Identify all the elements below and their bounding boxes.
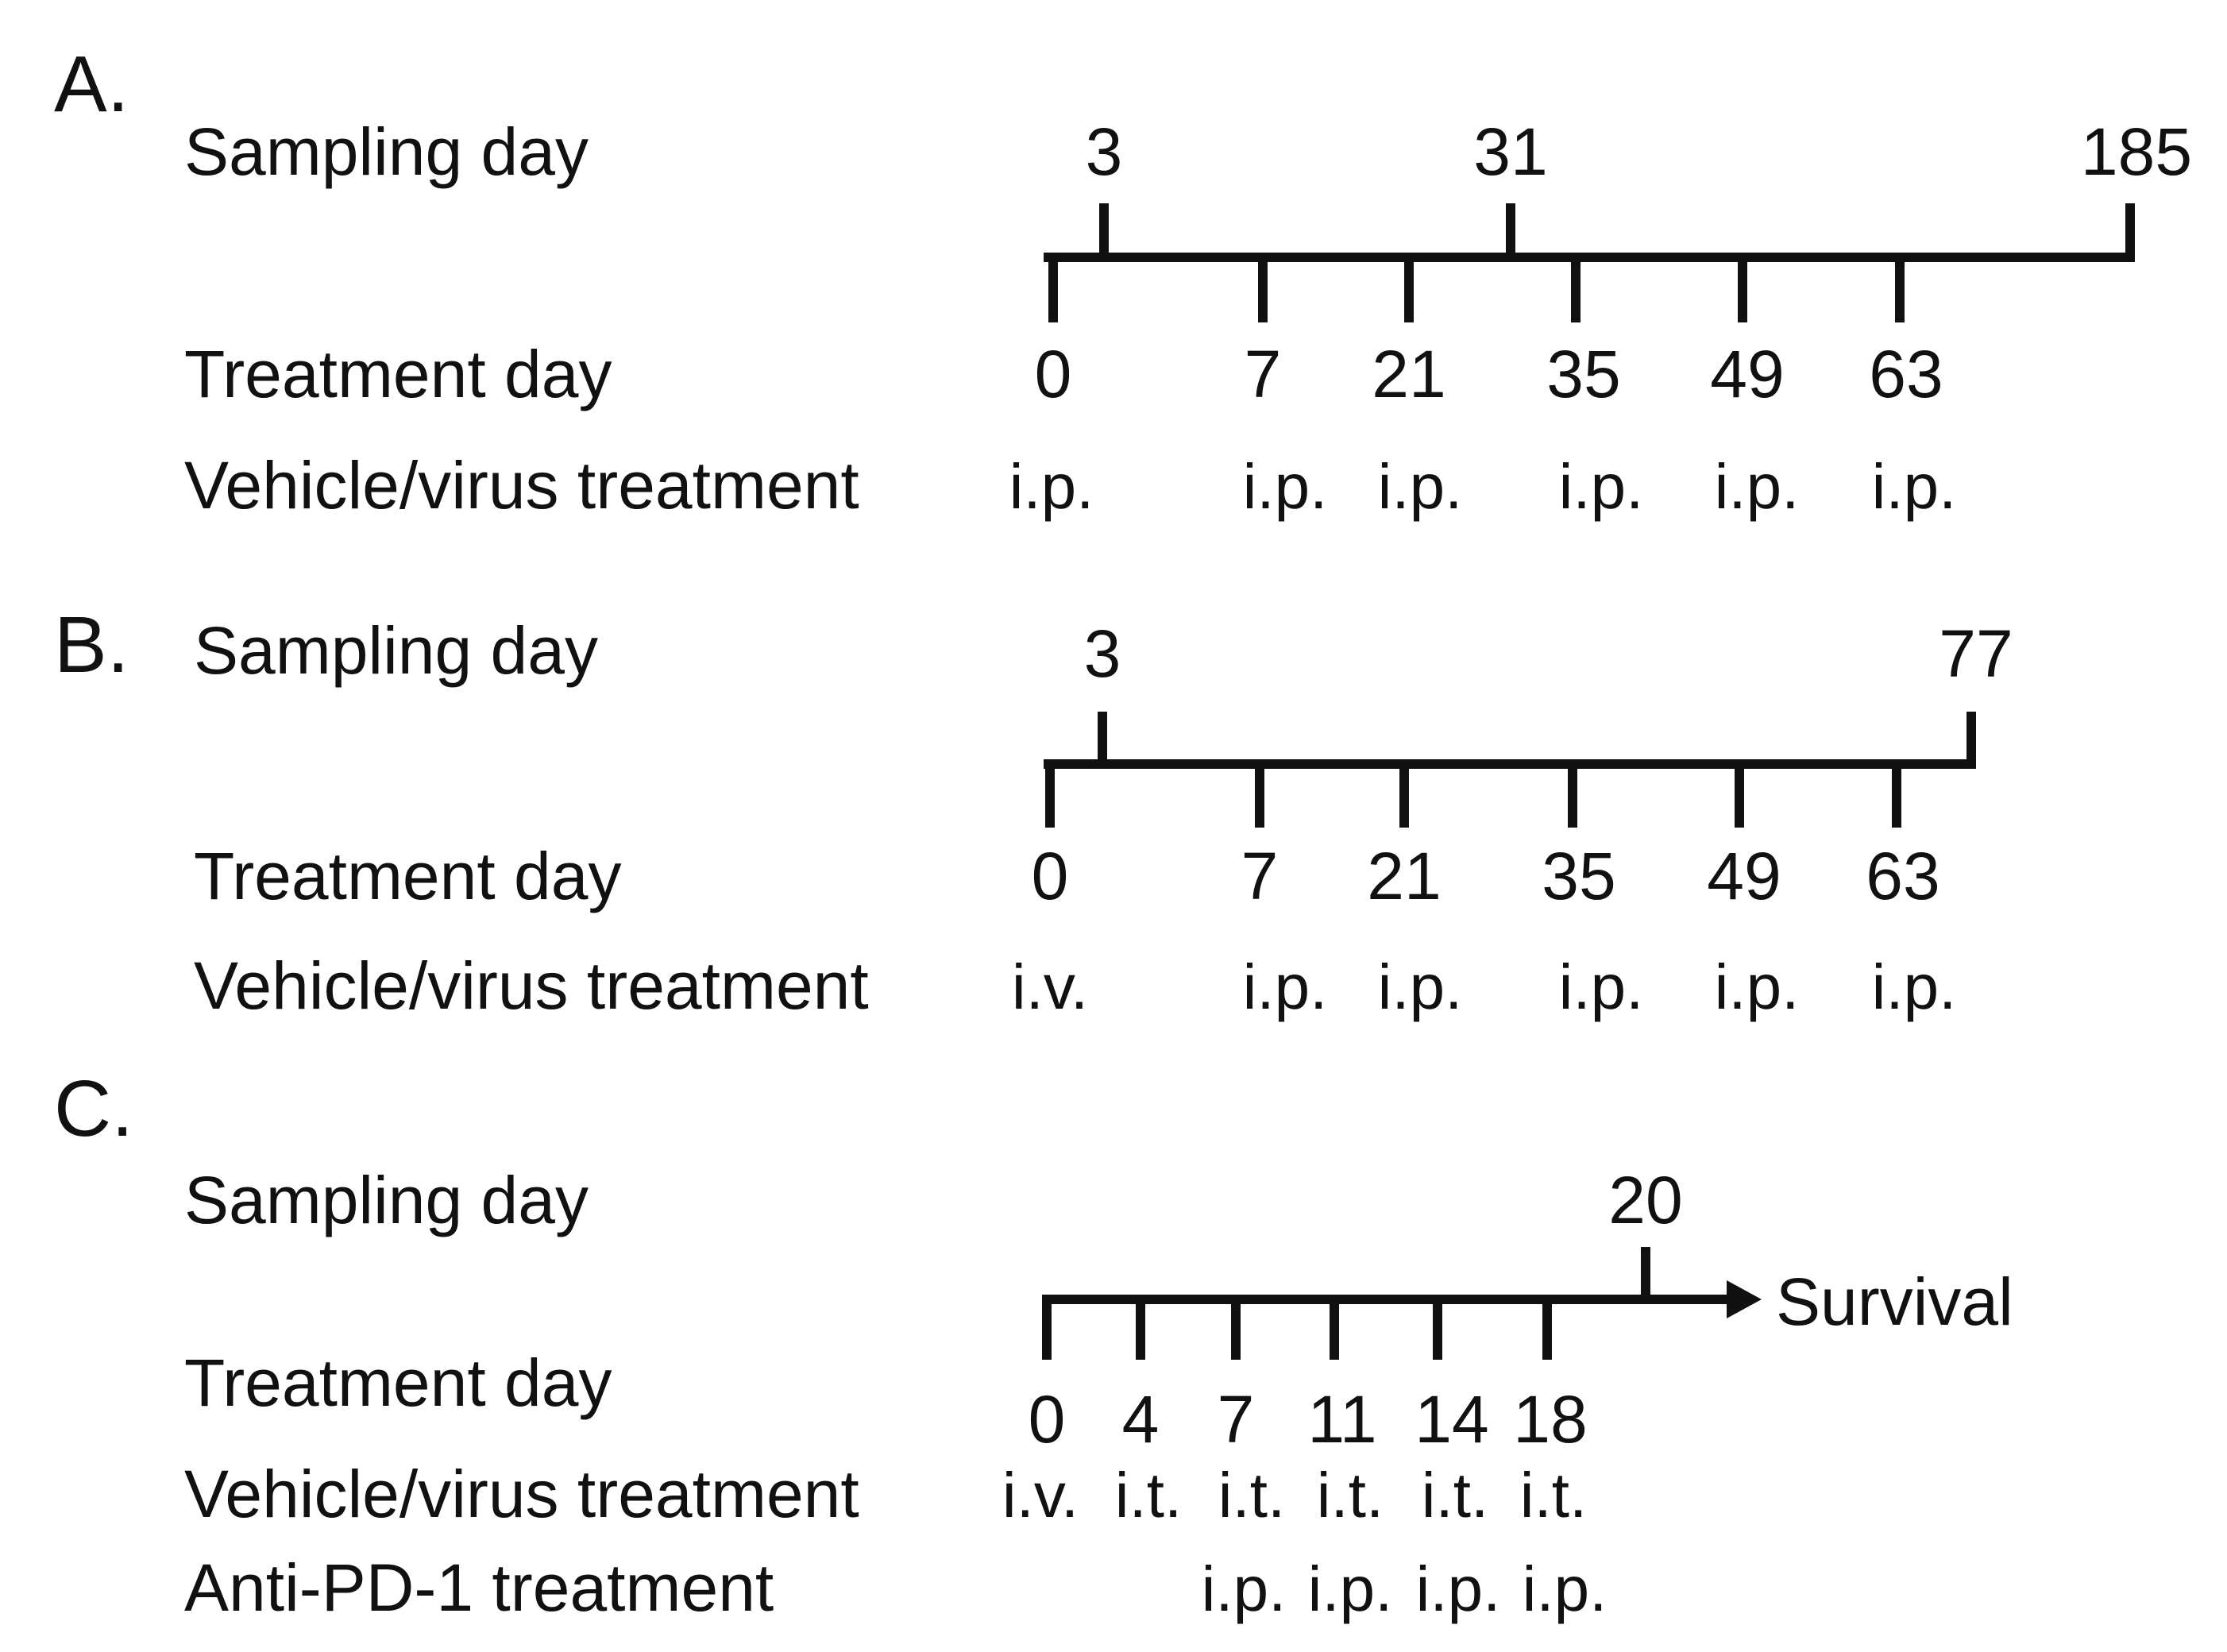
panel-a-sampling-day: 3: [1086, 114, 1123, 189]
panel-a-treatment-label: Treatment day: [184, 337, 612, 411]
panel-b-treatment-day: 49: [1707, 839, 1781, 913]
panel-a-vehicle-route: i.p.: [1378, 451, 1463, 522]
panel-b-vehicle-label: Vehicle/virus treatment: [194, 948, 869, 1023]
panel-b-label: B.: [54, 600, 129, 689]
panel-c-treatment-day: 14: [1415, 1382, 1488, 1457]
panel-a-treatment-day: 49: [1710, 337, 1784, 411]
panel-c-antipd1-route: i.p.: [1523, 1554, 1608, 1624]
panel-b-vehicle-route: i.p.: [1378, 951, 1463, 1022]
panel-c: C. Sampling day 20 Survival Treatment da…: [54, 1064, 2013, 1625]
panel-c-vehicle-route: i.t.: [1218, 1460, 1285, 1530]
panel-a-treatment-day: 0: [1035, 337, 1072, 411]
panel-c-antipd1-label: Anti-PD-1 treatment: [184, 1550, 774, 1625]
panel-b-treatment-day: 63: [1866, 839, 1939, 913]
panel-a-treatment-day: 35: [1546, 337, 1620, 411]
panel-c-treatment-day: 0: [1029, 1382, 1066, 1457]
panel-b-sampling-day: 3: [1084, 616, 1121, 691]
panel-c-label: C.: [54, 1064, 133, 1153]
panel-c-vehicle-route: i.t.: [1317, 1460, 1384, 1530]
panel-c-treatment-day: 18: [1513, 1382, 1587, 1457]
panel-b-vehicle-route: i.p.: [1559, 951, 1644, 1022]
panel-c-sampling-label: Sampling day: [184, 1163, 589, 1237]
panel-c-treatment-label: Treatment day: [184, 1345, 612, 1420]
panel-b-vehicle-route: i.p.: [1243, 951, 1328, 1022]
panel-b-vehicle-route: i.v.: [1012, 951, 1088, 1022]
panel-b-vehicle-route: i.p.: [1872, 951, 1957, 1022]
panel-a-treatment-day: 63: [1869, 337, 1943, 411]
panel-b-treatment-day: 7: [1241, 839, 1279, 913]
panel-a-vehicle-route: i.p.: [1559, 451, 1644, 522]
panel-c-vehicle-label: Vehicle/virus treatment: [184, 1457, 859, 1531]
arrow-head-icon: [1727, 1280, 1762, 1318]
panel-a-sampling-day: 31: [1473, 114, 1547, 189]
panel-b-sampling-label: Sampling day: [194, 613, 598, 688]
panel-b-treatment-label: Treatment day: [194, 839, 621, 913]
panel-b: B. Sampling day 3 77 Treatment day 0 7 2…: [54, 600, 2013, 1023]
panel-a: A. Sampling day 3 31 185 Treatment day 0…: [54, 40, 2192, 523]
panel-a-treatment-day: 7: [1245, 337, 1282, 411]
panel-b-vehicle-route: i.p.: [1715, 951, 1800, 1022]
panel-c-treatment-day: 7: [1218, 1382, 1255, 1457]
panel-b-treatment-day: 21: [1367, 839, 1441, 913]
panel-c-antipd1-route: i.p.: [1202, 1554, 1287, 1624]
panel-c-antipd1-route: i.p.: [1416, 1554, 1501, 1624]
panel-a-vehicle-route: i.p.: [1009, 451, 1094, 522]
panel-b-sampling-day: 77: [1939, 616, 2013, 691]
panel-c-treatment-day: 4: [1122, 1382, 1160, 1457]
panel-a-label: A.: [54, 40, 129, 129]
panel-c-endpoint-label: Survival: [1776, 1264, 2013, 1339]
panel-a-sampling-day: 185: [2081, 114, 2192, 189]
panel-c-antipd1-route: i.p.: [1308, 1554, 1393, 1624]
panel-b-treatment-day: 0: [1032, 839, 1069, 913]
panel-c-vehicle-route: i.t.: [1422, 1460, 1488, 1530]
panel-a-vehicle-route: i.p.: [1715, 451, 1800, 522]
panel-a-sampling-label: Sampling day: [184, 114, 589, 189]
panel-b-treatment-day: 35: [1542, 839, 1615, 913]
panel-a-vehicle-route: i.p.: [1872, 451, 1957, 522]
panel-c-treatment-day: 11: [1307, 1382, 1376, 1457]
panel-c-sampling-day: 20: [1608, 1163, 1682, 1237]
panel-c-vehicle-route: i.v.: [1002, 1460, 1079, 1530]
panel-a-vehicle-label: Vehicle/virus treatment: [184, 448, 859, 523]
panel-a-vehicle-route: i.p.: [1243, 451, 1328, 522]
panel-a-treatment-day: 21: [1372, 337, 1445, 411]
panel-c-vehicle-route: i.t.: [1520, 1460, 1587, 1530]
panel-c-vehicle-route: i.t.: [1115, 1460, 1182, 1530]
